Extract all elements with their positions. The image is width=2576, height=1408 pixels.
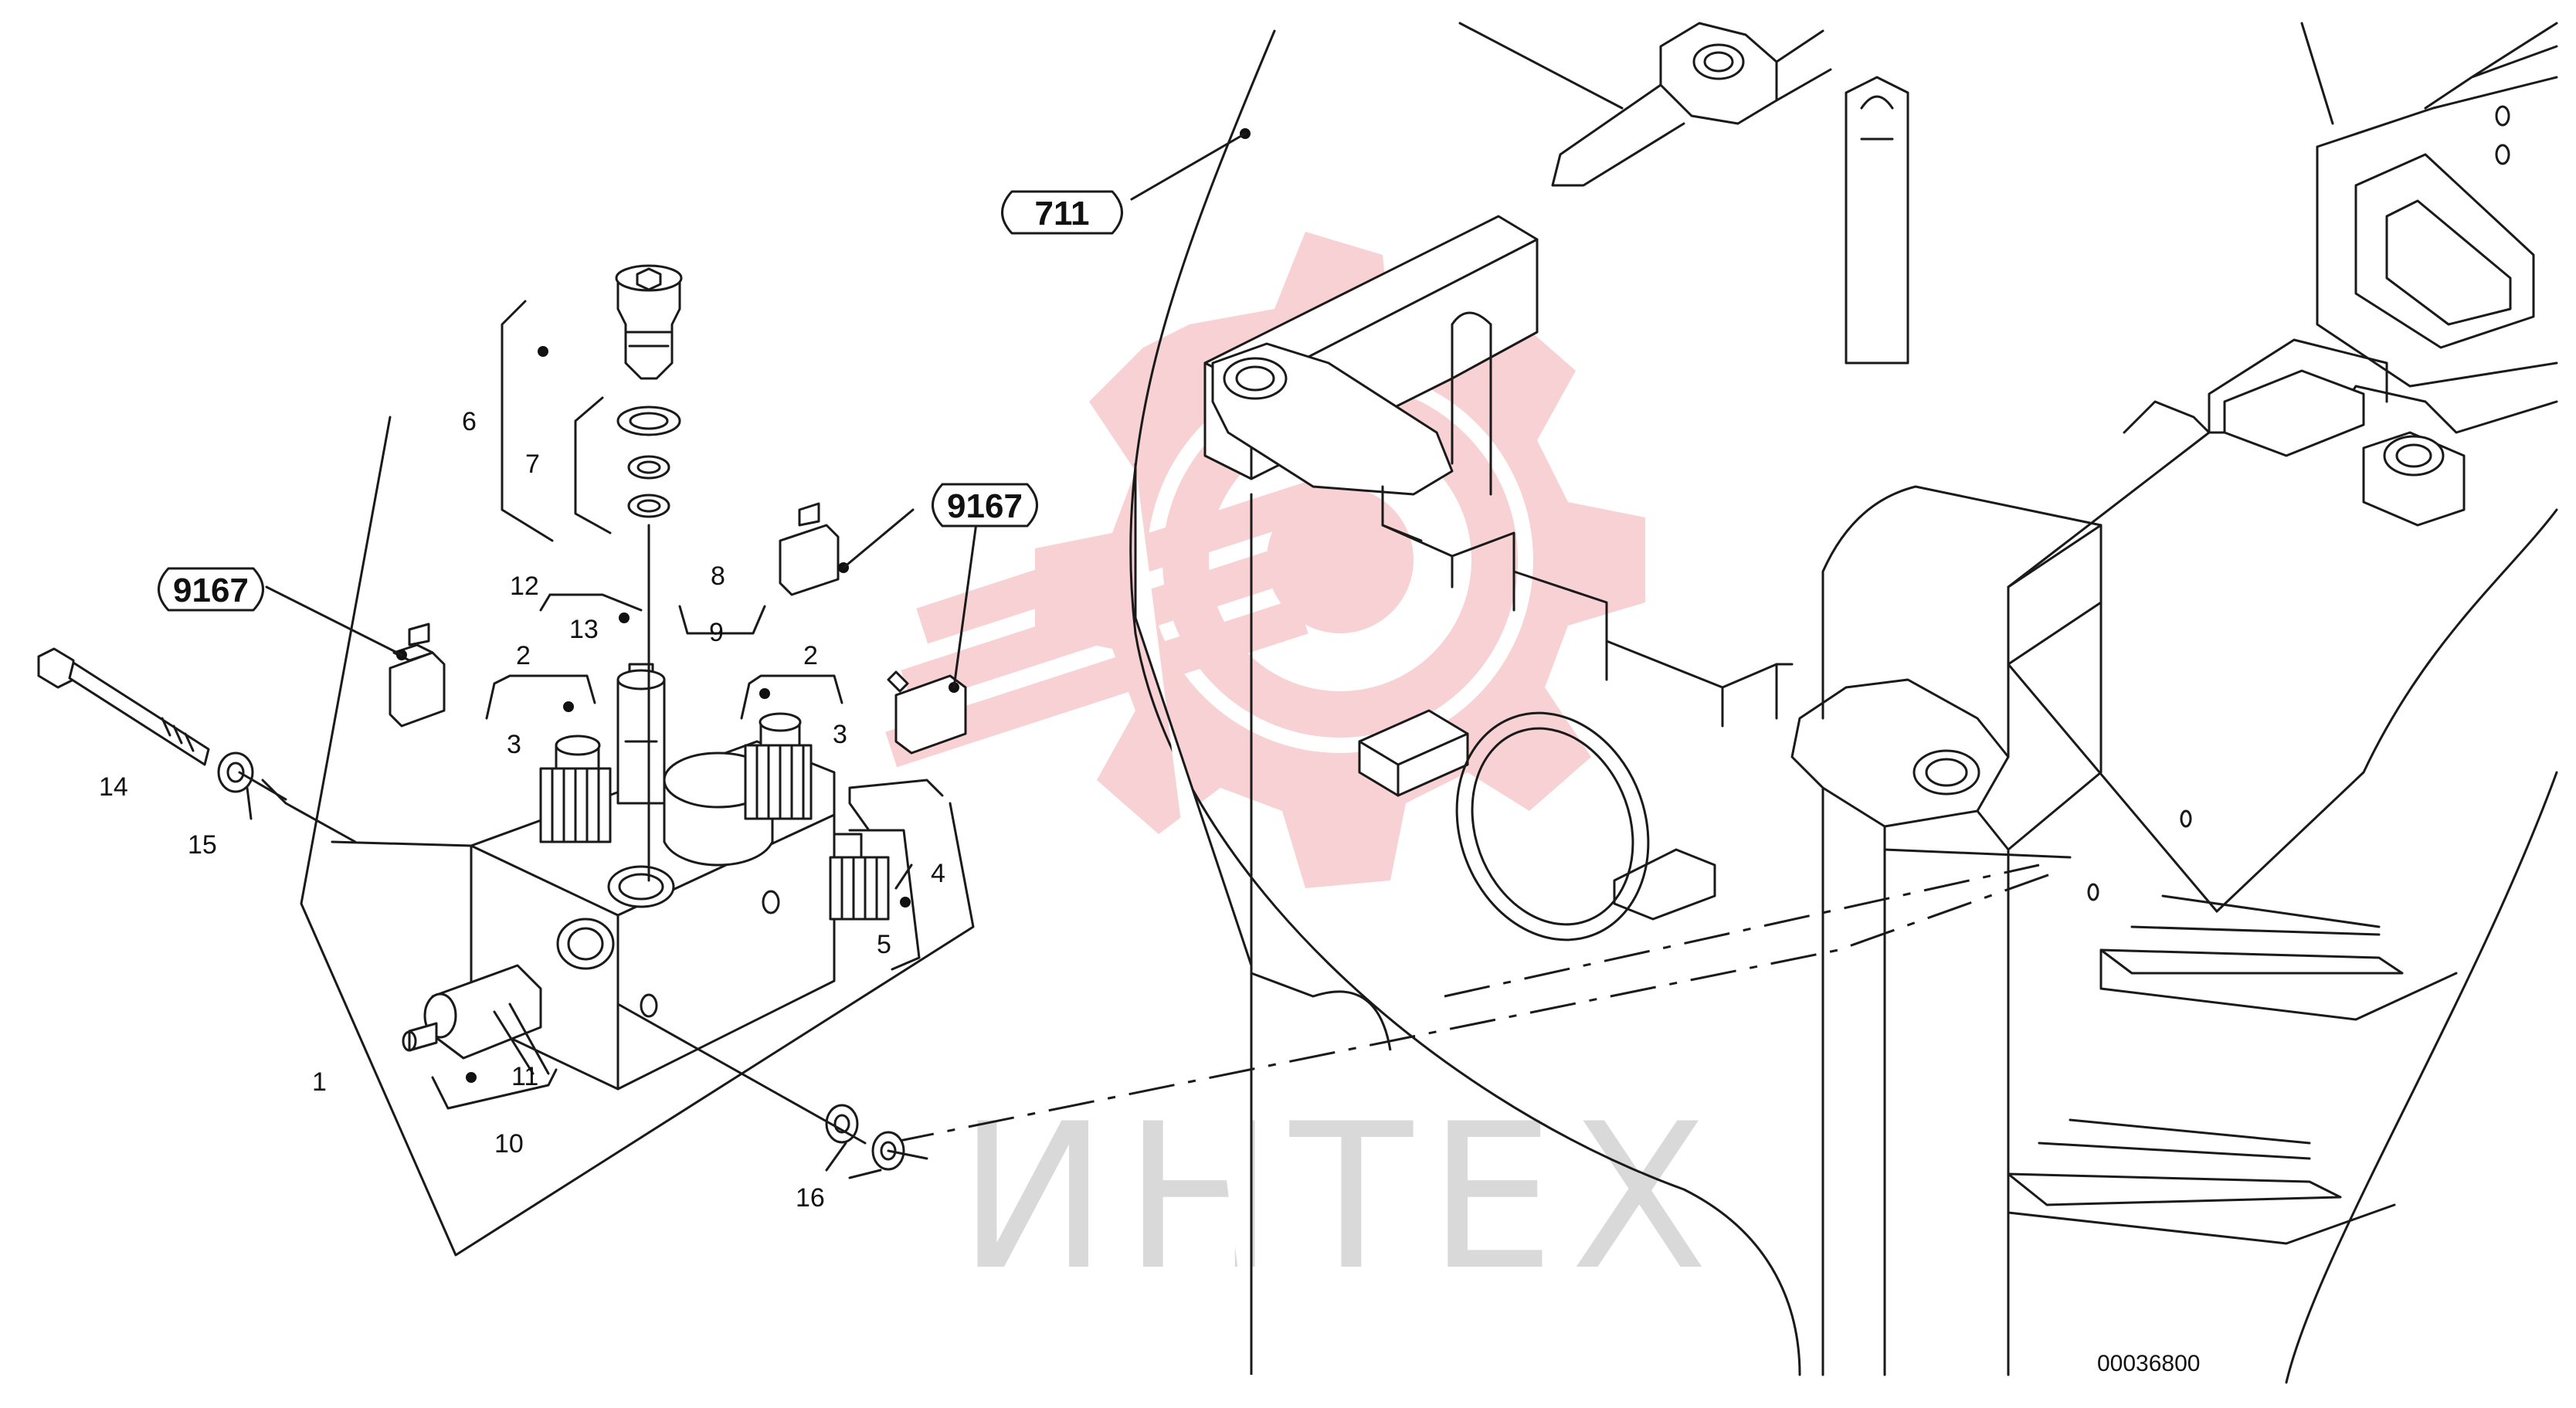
label-12: 12 <box>510 572 539 601</box>
label-3-right: 3 <box>833 720 847 749</box>
part-labels: 1 2 2 3 3 4 5 6 7 8 9 10 11 12 13 14 15 … <box>99 407 945 1213</box>
label-2-left: 2 <box>516 641 531 670</box>
drawing-number: 00036800 <box>2097 1351 2200 1376</box>
label-1: 1 <box>312 1067 327 1097</box>
watermark-text: ИНТЕХ <box>958 1081 1723 1315</box>
callout-9167-right-text: 9167 <box>947 487 1023 525</box>
label-9: 9 <box>709 618 724 647</box>
label-10: 10 <box>494 1129 524 1159</box>
label-3-left: 3 <box>507 730 521 759</box>
machine-frame <box>1129 22 2558 1384</box>
label-16: 16 <box>796 1183 825 1213</box>
label-5: 5 <box>877 930 891 959</box>
valve-block-assembly <box>37 128 1251 1257</box>
callout-711-text: 711 <box>1035 195 1090 232</box>
callout-9167-left-text: 9167 <box>173 572 249 609</box>
label-13: 13 <box>569 615 599 644</box>
callout-9167-left: 9167 <box>158 567 264 612</box>
callout-711: 711 <box>1001 190 1123 235</box>
label-4: 4 <box>931 859 945 888</box>
centerline-upper <box>1444 863 2040 998</box>
label-15: 15 <box>188 830 217 860</box>
label-6: 6 <box>462 407 477 436</box>
callout-9167-right: 9167 <box>932 483 1038 528</box>
label-14: 14 <box>99 772 128 802</box>
label-11: 11 <box>511 1062 538 1091</box>
label-8: 8 <box>711 562 725 591</box>
label-2-right: 2 <box>803 641 818 670</box>
label-7: 7 <box>525 450 540 479</box>
